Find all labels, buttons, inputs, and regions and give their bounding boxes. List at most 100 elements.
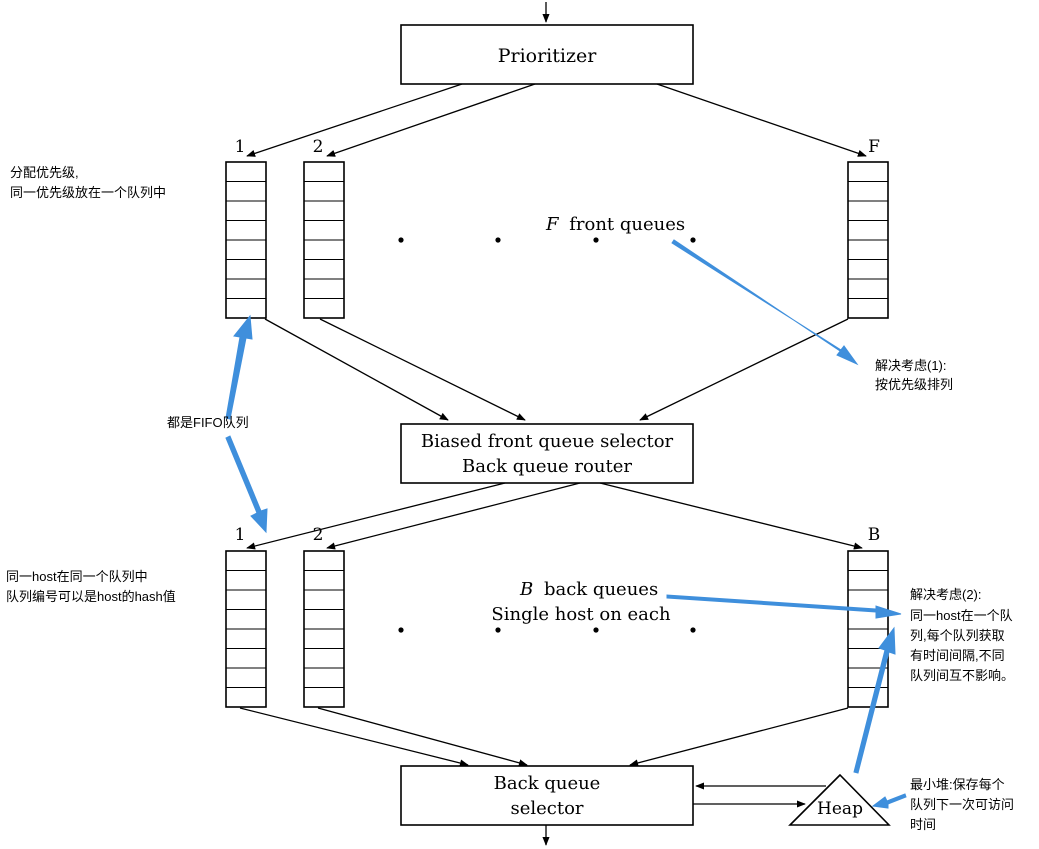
queue-outline (225, 550, 267, 708)
queue-slot (225, 181, 267, 202)
edge-router-to-back-1 (246, 482, 506, 550)
annotation-arrow (853, 626, 896, 774)
annotation-consideration-2: 解决考虑(2): 同一host在一个队 列,每个队列获取 有时间间隔,不同 队列… (910, 587, 1016, 683)
edge-prioritizer-to-front-f (656, 83, 867, 157)
annotation-arrow (666, 594, 902, 619)
edge-prioritizer-to-front-2 (326, 83, 536, 157)
front-queues-var: F (545, 214, 560, 235)
annotation-line: 解决考虑(2): (910, 587, 982, 602)
queue-slot (303, 648, 345, 669)
back-queue-label-1: 1 (235, 525, 246, 545)
front-queue-2 (303, 161, 345, 319)
queue-slot (303, 259, 345, 280)
queue-slot (303, 200, 345, 221)
back-queue-label-2: 2 (313, 525, 324, 545)
queue-outline (303, 550, 345, 708)
ellipsis-dot (690, 237, 696, 243)
queue-slot (303, 220, 345, 241)
back-queues-subtitle: Single host on each (491, 604, 671, 625)
annotation-line: 最小堆:保存每个 (910, 777, 1005, 792)
queue-outline (303, 161, 345, 319)
edge-prioritizer-to-front-1 (246, 83, 463, 157)
queue-slot (225, 200, 267, 221)
back-selector-label-2: selector (510, 798, 583, 819)
queue-slot (303, 667, 345, 688)
queue-slot (303, 278, 345, 299)
edge-back-2-to-selector (317, 707, 528, 767)
back-queue-1 (225, 550, 267, 708)
queue-slot (847, 589, 889, 610)
annotation-line: 解决考虑(1): (875, 358, 947, 373)
annotation-line: 有时间间隔,不同 (910, 648, 1005, 663)
prioritizer-node: Prioritizer (400, 24, 694, 85)
queue-slot (303, 161, 345, 182)
queue-slot (847, 239, 889, 260)
prioritizer-label: Prioritizer (498, 45, 598, 67)
heap-node: Heap (788, 773, 891, 826)
queue-slot (225, 667, 267, 688)
annotation-assign-priority: 分配优先级, 同一优先级放在一个队列中 (10, 165, 166, 200)
annotation-line: 分配优先级, (10, 165, 79, 180)
ellipsis-dot (593, 237, 599, 243)
annotation-line: 同一优先级放在一个队列中 (10, 185, 166, 200)
ellipsis-dot (495, 237, 501, 243)
annotation-line: 按优先级排列 (875, 377, 953, 392)
queue-slot (225, 550, 267, 571)
back-queues-text: back queues (544, 579, 658, 600)
ellipsis-dot (398, 627, 404, 633)
annotation-arrow (671, 239, 859, 366)
queue-slot (847, 278, 889, 299)
queue-slot (847, 181, 889, 202)
queue-slot (847, 298, 889, 319)
queue-slot (225, 628, 267, 649)
back-selector-node: Back queue selector (400, 765, 694, 826)
queue-slot (303, 687, 345, 708)
front-queues-text: front queues (569, 214, 685, 235)
edge-router-to-back-2 (326, 482, 581, 550)
queue-slot (225, 609, 267, 630)
queue-slot (225, 648, 267, 669)
edge-front-2-to-selector (319, 318, 526, 421)
edge-front-1-to-selector (264, 318, 449, 421)
queue-slot (225, 259, 267, 280)
queue-slot (303, 550, 345, 571)
back-queue-b (847, 550, 889, 708)
queue-outline (225, 161, 267, 319)
queue-slot (847, 200, 889, 221)
queue-slot (303, 181, 345, 202)
front-queue-1 (225, 161, 267, 319)
heap-label: Heap (817, 799, 863, 819)
queue-slot (847, 570, 889, 591)
queue-slot (225, 161, 267, 182)
queue-slot (847, 220, 889, 241)
queue-slot (303, 589, 345, 610)
queue-slot (303, 609, 345, 630)
back-queue-label-b: B (868, 525, 881, 545)
queue-slot (847, 259, 889, 280)
ellipsis-dot (495, 627, 501, 633)
ellipsis-dot (690, 627, 696, 633)
queue-slot (303, 628, 345, 649)
queue-slot (303, 298, 345, 319)
annotation-line: 同一host在一个队 (910, 608, 1013, 623)
annotation-line: 时间 (910, 817, 936, 832)
edge-back-b-to-selector (629, 707, 849, 767)
edge-router-to-back-b (599, 482, 863, 550)
annotation-line: 队列编号可以是host的hash值 (6, 589, 176, 604)
ellipsis-dot (593, 627, 599, 633)
queue-slot (225, 570, 267, 591)
queue-slot (225, 239, 267, 260)
edge-back-1-to-selector (239, 707, 469, 767)
annotation-line: 队列间互不影响。 (910, 668, 1014, 683)
annotation-fifo: 都是FIFO队列 (167, 415, 249, 430)
front-queue-label-f: F (868, 137, 880, 157)
front-queue-label-2: 2 (313, 137, 324, 157)
annotation-min-heap: 最小堆:保存每个 队列下一次可访问 时间 (910, 777, 1018, 832)
front-selector-label-1: Biased front queue selector (421, 431, 674, 452)
front-selector-label-2: Back queue router (462, 456, 632, 477)
annotation-same-host: 同一host在同一个队列中 队列编号可以是host的hash值 (6, 569, 176, 604)
queue-slot (847, 550, 889, 571)
queue-slot (225, 687, 267, 708)
front-queue-f (847, 161, 889, 319)
